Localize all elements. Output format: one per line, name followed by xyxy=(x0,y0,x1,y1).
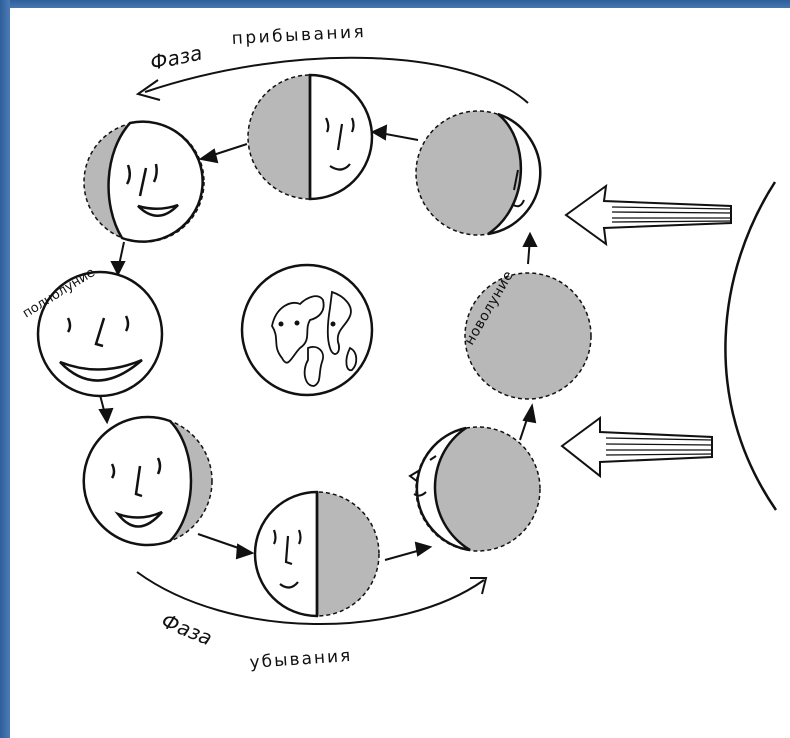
orbit-arrowhead-icon xyxy=(524,406,535,422)
orbit-arrowhead-icon xyxy=(201,150,217,162)
waning-phase-label-word1: Фаза xyxy=(158,608,216,650)
moon-waning-gibbous-icon xyxy=(84,417,214,545)
moon-last-quarter-icon xyxy=(255,492,379,616)
waxing-phase-label-word2: прибывания xyxy=(231,22,367,49)
waxing-phase-label-word1: Фаза xyxy=(148,41,204,75)
orbit-arrowhead-icon xyxy=(100,409,112,422)
moon-new-icon xyxy=(465,273,591,399)
waning-phase-label-word2: убывания xyxy=(249,646,353,673)
sun-arc xyxy=(725,182,776,510)
orbit-arrowhead-icon xyxy=(416,543,430,555)
earth-globe-icon xyxy=(242,265,372,395)
sunlight-arrow-icon xyxy=(566,186,732,244)
orbit-arrowhead-icon xyxy=(524,234,536,246)
moon-waning-crescent-icon xyxy=(410,427,540,551)
sunlight-arrow-icon xyxy=(562,418,712,476)
moon-waxing-crescent-icon xyxy=(416,111,540,235)
orbit-arrowhead-icon xyxy=(112,262,124,274)
moon-waxing-gibbous-icon xyxy=(84,122,204,242)
moon-first-quarter-icon xyxy=(248,75,372,199)
orbit-arrowhead-icon xyxy=(237,545,252,558)
orbit-arrowhead-icon xyxy=(373,126,386,139)
